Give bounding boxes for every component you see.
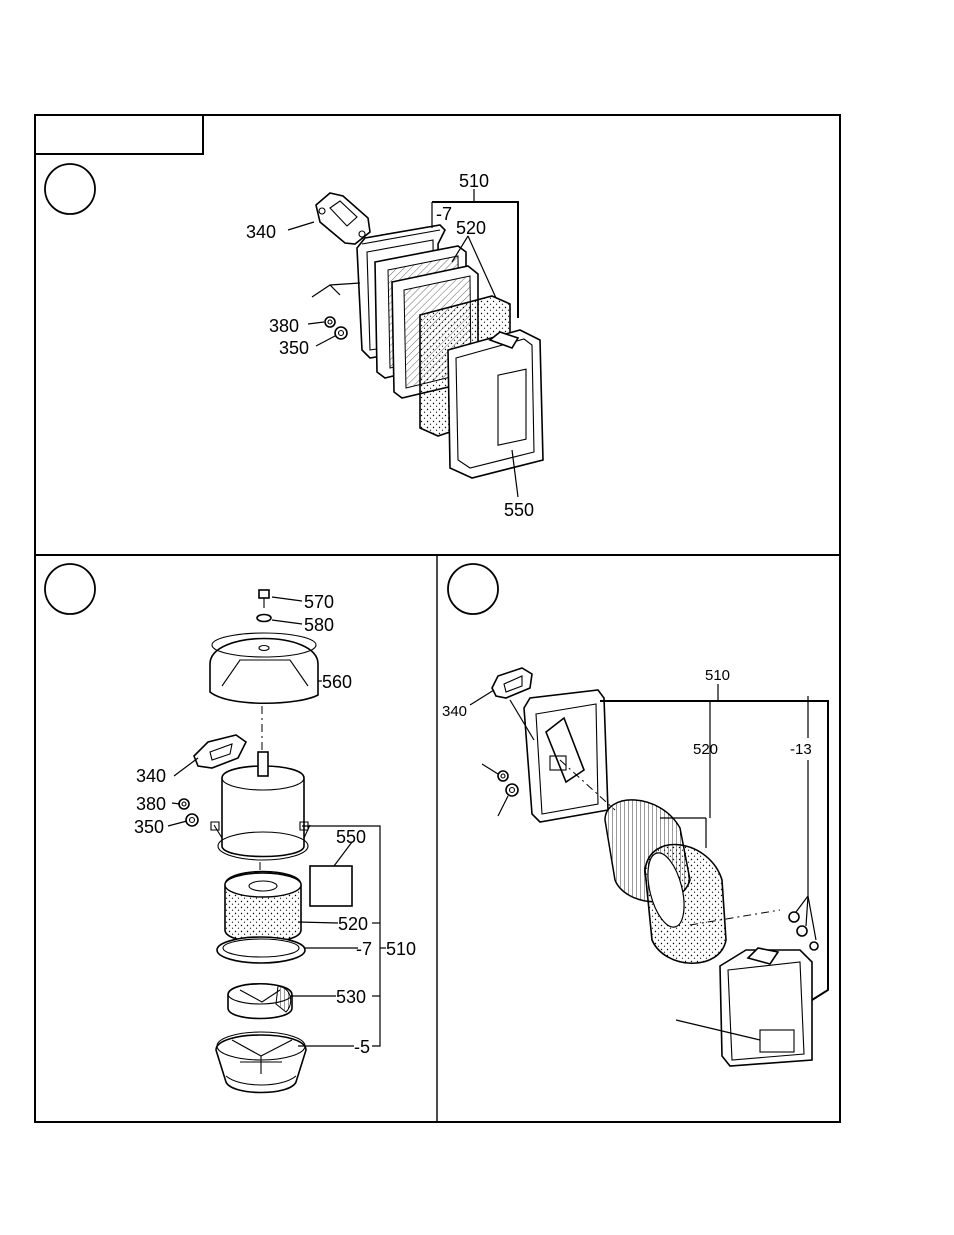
nut [505, 783, 519, 797]
label-350: 350 [279, 338, 309, 358]
label-520: 520 [338, 914, 368, 934]
nut-350 [334, 326, 348, 340]
label-580: 580 [304, 615, 334, 635]
label-550: 550 [336, 827, 366, 847]
nut-380 [178, 798, 190, 810]
gasket-340 [491, 667, 533, 699]
label-380: 380 [136, 794, 166, 814]
cover-560 [209, 632, 319, 704]
title-box [34, 114, 204, 155]
label-520: 520 [456, 218, 486, 238]
page-frame [34, 114, 841, 1123]
label-340: 340 [442, 703, 467, 720]
gasket-340 [315, 192, 371, 245]
view-marker-top [44, 163, 96, 215]
label-570: 570 [304, 592, 334, 612]
filter-card-550 [309, 865, 353, 907]
label-510: 510 [386, 939, 416, 959]
gasket-340 [193, 734, 248, 769]
nut-350 [185, 813, 199, 827]
label-13: -13 [790, 741, 812, 758]
label-510: 510 [705, 667, 730, 684]
air-cleaner-body [210, 751, 311, 861]
label-340: 340 [246, 222, 276, 242]
label-560: 560 [322, 672, 352, 692]
label-510: 510 [459, 171, 489, 191]
cover-550 [447, 329, 544, 479]
label-7: -7 [436, 204, 452, 224]
view-marker-bottom-left [44, 563, 96, 615]
panel-bottom-left: 570 580 560 340 380 350 550 520 -7 510 5… [134, 589, 416, 1094]
bolt-570 [258, 589, 270, 608]
label-380: 380 [269, 316, 299, 336]
label-520: 520 [693, 741, 718, 758]
label-5: -5 [354, 1037, 370, 1057]
seal-ring-7 [216, 936, 306, 964]
label-340: 340 [136, 766, 166, 786]
air-cleaner-case [523, 689, 616, 823]
screws-13 [788, 911, 819, 951]
label-7: -7 [356, 939, 372, 959]
foam-element [644, 843, 727, 964]
panel-bottom-right: 340 510 520 -13 [442, 667, 829, 1067]
panel-top: 340 380 350 510 -7 520 550 [246, 171, 544, 520]
label-530: 530 [336, 987, 366, 1007]
view-marker-bottom-right [447, 563, 499, 615]
nut-380 [324, 316, 336, 328]
dust-cup-5 [215, 1031, 307, 1094]
label-350: 350 [134, 817, 164, 837]
cover [719, 947, 813, 1067]
vane-530 [227, 982, 293, 1020]
label-550: 550 [504, 500, 534, 520]
nut [497, 770, 509, 782]
element-520 [224, 870, 302, 943]
washer-580 [256, 613, 272, 623]
